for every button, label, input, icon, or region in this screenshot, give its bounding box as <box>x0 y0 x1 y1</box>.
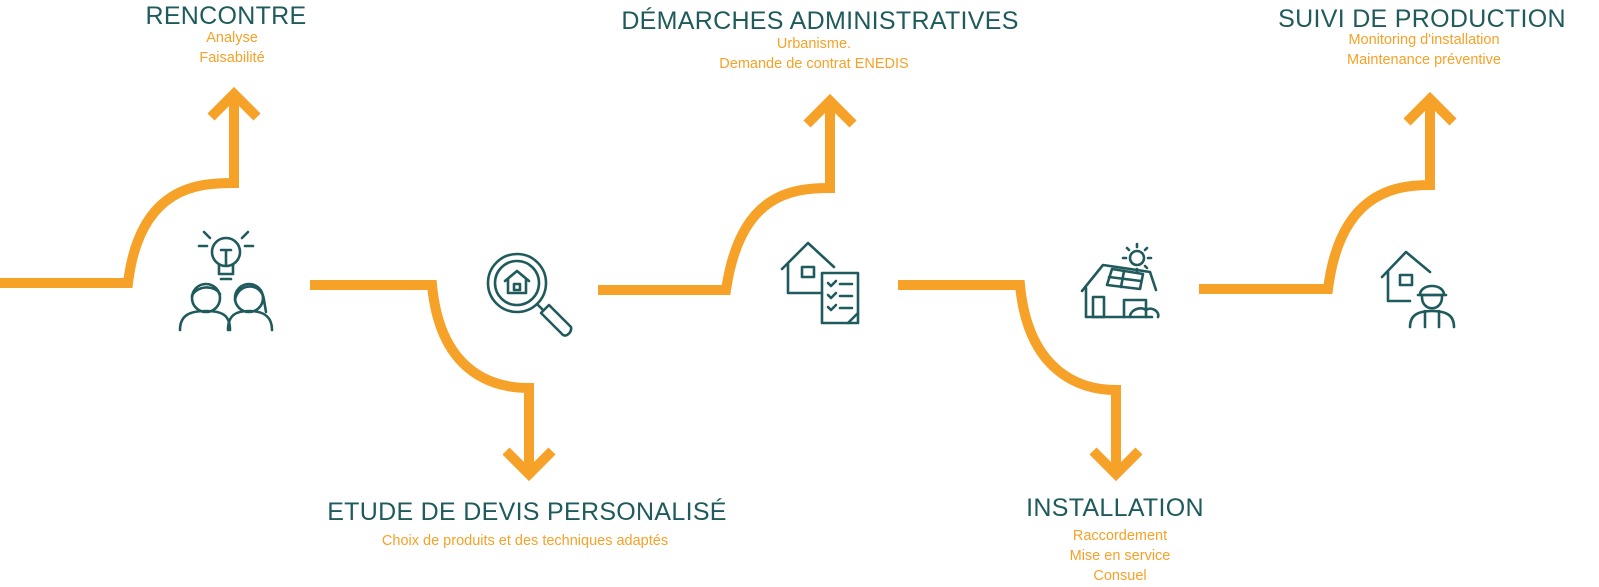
step-details-rencontre: Analyse Faisabilité <box>199 28 264 68</box>
step-details-suivi: Monitoring d'installation Maintenance pr… <box>1347 30 1501 70</box>
step-title-etude: ETUDE DE DEVIS PERSONALISÉ <box>327 498 727 526</box>
step-title-demarches: DÉMARCHES ADMINISTRATIVES <box>621 7 1019 35</box>
flow-arrow-suivi <box>1199 100 1435 294</box>
step-detail: Mise en service <box>1069 548 1171 564</box>
arrowhead-etude <box>502 447 556 482</box>
step-detail: Monitoring d'installation <box>1348 32 1500 48</box>
house-worker-icon <box>1380 250 1456 329</box>
arrowhead-suivi <box>1403 91 1457 126</box>
step-detail: Raccordement <box>1072 528 1168 544</box>
step-detail: Consuel <box>1093 568 1147 584</box>
step-details-etude: Choix de produits et des techniques adap… <box>382 531 668 551</box>
flow-arrow-etude <box>310 280 534 470</box>
step-detail: Urbanisme. <box>776 36 852 52</box>
step-detail: Maintenance préventive <box>1347 52 1501 68</box>
step-details-installation: Raccordement Mise en service Consuel <box>1070 526 1171 586</box>
people-idea-icon <box>178 230 274 332</box>
step-detail: Choix de produits et des techniques adap… <box>381 533 669 549</box>
house-magnifier-icon <box>486 252 573 337</box>
arrowhead-installation <box>1089 447 1143 482</box>
flow-arrow-installation <box>898 280 1121 470</box>
step-detail: Faisabilité <box>199 50 265 66</box>
flow-arrow-demarches <box>598 102 835 295</box>
step-detail: Analyse <box>206 30 258 46</box>
step-title-installation: INSTALLATION <box>1026 494 1204 522</box>
house-checklist-icon <box>780 241 860 325</box>
step-details-demarches: Urbanisme. Demande de contrat ENEDIS <box>719 34 908 74</box>
solar-house-icon <box>1080 242 1160 319</box>
step-title-rencontre: RENCONTRE <box>145 2 307 30</box>
flow-arrow-rencontre <box>0 95 239 288</box>
step-detail: Demande de contrat ENEDIS <box>719 56 909 72</box>
arrowhead-rencontre <box>207 86 261 121</box>
step-title-suivi: SUIVI DE PRODUCTION <box>1278 5 1566 33</box>
arrowhead-demarches <box>803 93 857 128</box>
